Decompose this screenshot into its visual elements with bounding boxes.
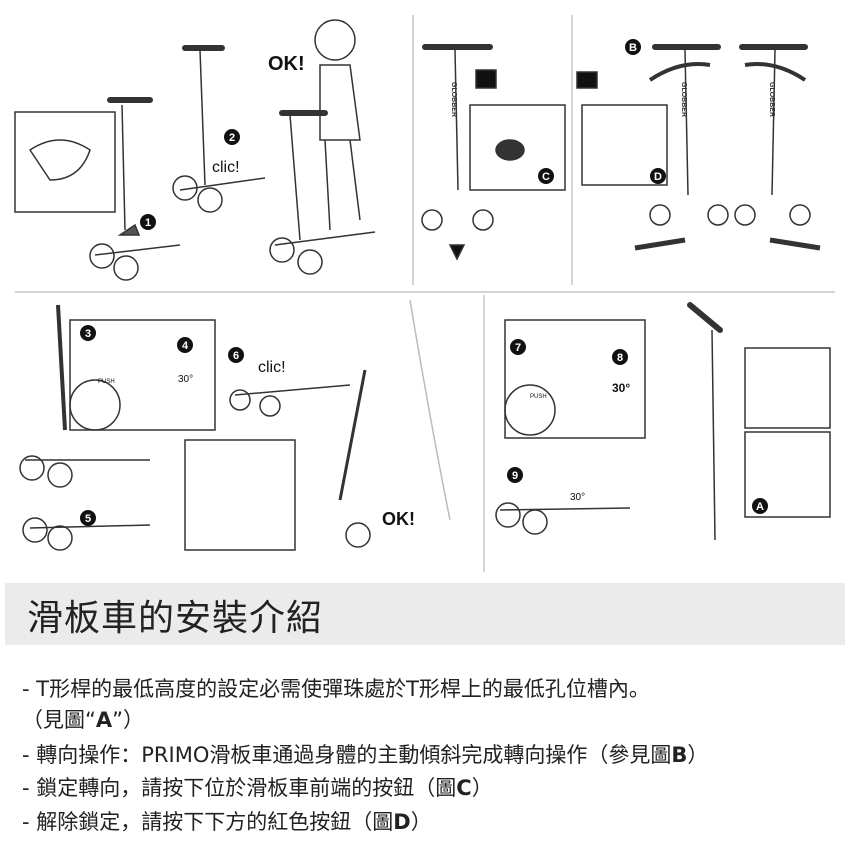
section-header: 滑板車的安裝介紹 bbox=[5, 583, 845, 645]
clic-label-2: clic! bbox=[258, 359, 286, 376]
figure-ref: A bbox=[95, 708, 113, 732]
step-badge-5: 5 bbox=[85, 513, 91, 525]
steps-3-6-panel bbox=[19, 299, 451, 551]
instruction-line-2: （見圖“A”） bbox=[22, 704, 144, 734]
instruction-line-3: - 轉向操作：PRIMO滑板車通過身體的主動傾斜完成轉向操作（參見圖B） bbox=[22, 739, 708, 769]
figure-ref: B bbox=[671, 743, 688, 767]
step-badge-1: 1 bbox=[145, 217, 151, 229]
step-2-panel bbox=[172, 45, 266, 213]
figure-badge-d: D bbox=[654, 171, 662, 183]
illustration-labels: OK! OK! clic! clic! 30° 30° 30° PUSH PUS… bbox=[80, 39, 775, 529]
angle-label-2: 30° bbox=[612, 381, 630, 395]
step-badge-4: 4 bbox=[182, 340, 189, 352]
text-part: （見圖“ bbox=[22, 708, 96, 732]
figure-b-d-panel bbox=[576, 44, 821, 251]
instruction-line-4: - 鎖定轉向，請按下位於滑板車前端的按鈕（圖C） bbox=[22, 772, 493, 802]
step-badge-7: 7 bbox=[515, 342, 521, 354]
text-part: - 轉向操作：PRIMO滑板車通過身體的主動傾斜完成轉向操作（參見圖 bbox=[22, 743, 672, 767]
step-badge-8: 8 bbox=[617, 352, 623, 364]
steps-7-9-panel bbox=[495, 302, 831, 541]
angle-label-3: 30° bbox=[570, 492, 585, 503]
brand-label-c: GLOBBER bbox=[450, 82, 457, 117]
step-badge-3: 3 bbox=[85, 328, 91, 340]
ok-rider-panel bbox=[269, 19, 376, 275]
step-1-panel bbox=[14, 97, 181, 281]
text-part: - 鎖定轉向，請按下位於滑板車前端的按鈕（圖 bbox=[22, 776, 457, 800]
step-badge-6: 6 bbox=[233, 350, 239, 362]
figure-c-panel bbox=[421, 44, 566, 261]
assembly-illustrations: OK! OK! clic! clic! 30° 30° 30° PUSH PUS… bbox=[14, 15, 835, 572]
ok-label-bottom: OK! bbox=[382, 509, 415, 529]
figure-badge-b: B bbox=[629, 42, 637, 54]
brand-label-b1: GLOBBER bbox=[680, 82, 687, 117]
section-title: 滑板車的安裝介紹 bbox=[27, 598, 324, 639]
step-badge-9: 9 bbox=[512, 470, 518, 482]
text-part: ） bbox=[410, 810, 432, 834]
figure-ref: D bbox=[393, 810, 411, 834]
text-part: ”） bbox=[112, 708, 145, 732]
angle-label-1: 30° bbox=[178, 374, 193, 385]
figure-ref: C bbox=[456, 776, 472, 800]
figure-badge-a: A bbox=[756, 501, 764, 513]
brand-label-b2: GLOBBER bbox=[768, 82, 775, 117]
clic-label-1: clic! bbox=[212, 159, 240, 176]
step-badge-2: 2 bbox=[229, 132, 235, 144]
text-part: - 解除鎖定，請按下下方的紅色按鈕（圖 bbox=[22, 810, 394, 834]
figure-badge-c: C bbox=[542, 171, 550, 183]
instruction-line-5: - 解除鎖定，請按下下方的紅色按鈕（圖D） bbox=[22, 806, 432, 836]
push-label-1: PUSH bbox=[98, 379, 115, 385]
ok-label-top: OK! bbox=[268, 53, 305, 75]
push-label-2: PUSH bbox=[530, 394, 547, 400]
instruction-line-1: - T形桿的最低高度的設定必需使彈珠處於T形桿上的最低孔位槽內。 bbox=[22, 677, 650, 701]
text-part: ） bbox=[687, 743, 709, 767]
text-part: ） bbox=[471, 776, 493, 800]
panel-dividers bbox=[15, 15, 835, 572]
